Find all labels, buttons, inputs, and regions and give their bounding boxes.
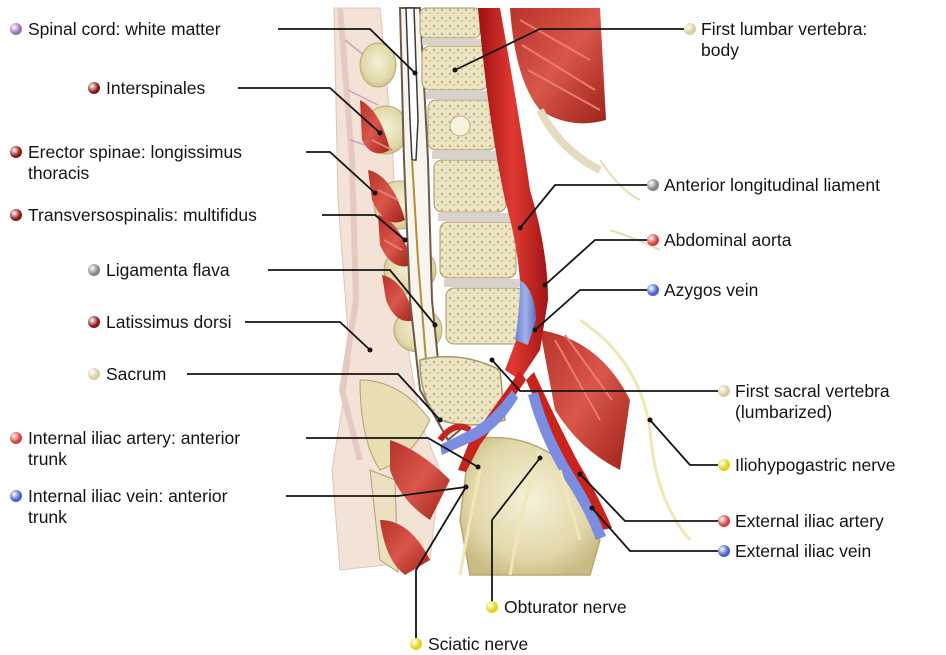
ant-long-lig-marker (647, 179, 659, 191)
label-transversospinalis: Transversospinalis: multifidus (28, 205, 257, 225)
label-azygos-vein: Azygos vein (664, 280, 758, 300)
label-obturator-nerve: Obturator nerve (504, 597, 627, 617)
label-anterior-longitudinal-ligament: Anterior longitudinal liament (664, 175, 880, 195)
label-internal-iliac-vein-line2: trunk (28, 507, 67, 527)
label-abdominal-aorta: Abdominal aorta (664, 230, 791, 250)
sciatic-marker (410, 638, 422, 650)
label-iliohypogastric-nerve: Iliohypogastric nerve (735, 455, 896, 475)
label-interspinales: Interspinales (106, 78, 205, 98)
erector-spinae-marker (10, 146, 22, 158)
ext-iliac-artery-marker (718, 515, 730, 527)
label-internal-iliac-artery: Internal iliac artery: anterior (28, 428, 240, 448)
ext-iliac-vein-marker (718, 545, 730, 557)
label-first-lumbar-vertebra: First lumbar vertebra: (701, 19, 867, 39)
label-external-iliac-artery: External iliac artery (735, 511, 884, 531)
label-external-iliac-vein: External iliac vein (735, 541, 871, 561)
label-sacrum: Sacrum (106, 364, 166, 384)
transversospinalis-marker (10, 209, 22, 221)
label-erector-spinae: Erector spinae: longissimus (28, 142, 242, 162)
abdominal-aorta-marker (647, 234, 659, 246)
int-iliac-vein-marker (10, 490, 22, 502)
sacrum-marker (88, 368, 100, 380)
interspinales-marker (88, 82, 100, 94)
first-sacral-marker (718, 385, 730, 397)
spinal-cord-marker (10, 23, 22, 35)
label-internal-iliac-vein: Internal iliac vein: anterior (28, 486, 227, 506)
anatomy-drawing (332, 8, 690, 575)
first-lumbar-marker (684, 23, 696, 35)
iliohypogastric-marker (718, 459, 730, 471)
label-erector-spinae-line2: thoracis (28, 163, 89, 183)
obturator-marker (486, 601, 498, 613)
azygos-marker (647, 284, 659, 296)
label-sciatic-nerve: Sciatic nerve (428, 634, 528, 654)
label-first-sacral-vertebra: First sacral vertebra (735, 381, 890, 401)
label-latissimus-dorsi: Latissimus dorsi (106, 312, 231, 332)
pelvic-bone (460, 438, 600, 576)
label-first-lumbar-vertebra-line2: body (701, 40, 739, 60)
label-first-sacral-vertebra-line2: (lumbarized) (735, 402, 832, 422)
label-spinal-cord: Spinal cord: white matter (28, 19, 221, 39)
int-iliac-artery-marker (10, 432, 22, 444)
label-internal-iliac-artery-line2: trunk (28, 449, 67, 469)
label-ligamenta-flava: Ligamenta flava (106, 260, 230, 280)
ligamenta-flava-marker (88, 264, 100, 276)
latissimus-marker (88, 316, 100, 328)
